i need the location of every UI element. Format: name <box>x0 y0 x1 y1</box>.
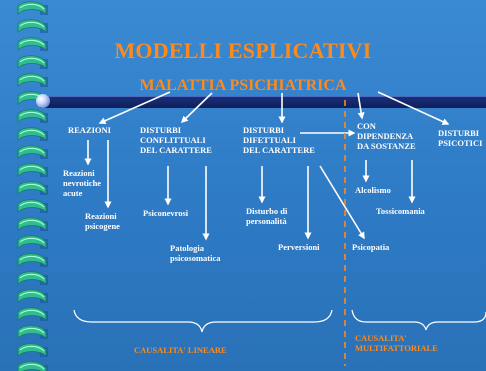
spiral-ring <box>17 55 48 69</box>
spiral-ring <box>17 289 48 303</box>
footer-causalita-lineare: CAUSALITA' LINEARE <box>134 345 227 355</box>
item-tossicomania: Tossicomania <box>376 206 425 216</box>
spiral-ring <box>17 361 48 371</box>
slide-title: MODELLI ESPLICATIVI <box>114 38 372 63</box>
spiral-ring <box>17 343 48 357</box>
arrow-root-to-conflittuali <box>180 92 213 124</box>
spiral-ring <box>17 37 48 51</box>
arrow-root-to-dipendenza <box>357 92 365 120</box>
spiral-ring <box>17 199 48 213</box>
spiral-ring <box>17 1 48 15</box>
spiral-ring <box>17 19 48 33</box>
spiral-ring <box>17 181 48 195</box>
spiral-ring <box>17 109 48 123</box>
category-dipendenza-sostanze: CON DIPENDENZA DA SOSTANZE <box>357 121 416 151</box>
bar-end-bullet <box>36 94 50 108</box>
item-psicopatia: Psicopatia <box>352 242 390 252</box>
category-reazioni: REAZIONI <box>68 125 111 135</box>
horizontal-divider-bar <box>40 96 486 108</box>
footer-causalita-multifattoriale: CAUSALITA' MULTIFATTORIALE <box>355 333 438 353</box>
item-patologia-psicosomatica: Patologia psicosomatica <box>170 243 221 263</box>
spiral-ring <box>17 217 48 231</box>
item-reazioni-psicogene: Reazioni psicogene <box>85 211 120 231</box>
spiral-ring <box>17 163 48 177</box>
spiral-ring <box>17 253 48 267</box>
spiral-ring <box>17 145 48 159</box>
arrow-difettuali-to-psicopatia <box>319 165 365 240</box>
spiral-ring <box>17 307 48 321</box>
item-alcolismo: Alcolismo <box>355 185 391 195</box>
root-node-malattia-psichiatrica: MALATTIA PSICHIATRICA <box>139 77 347 94</box>
spiral-ring <box>17 271 48 285</box>
spiral-ring <box>17 325 48 339</box>
category-disturbi-conflittuali: DISTURBI CONFLITTUALI DEL CARATTERE <box>140 125 212 155</box>
brace-causalita-lineare <box>73 309 333 333</box>
category-disturbi-difettuali: DISTURBI DIFETTUALI DEL CARATTERE <box>243 125 315 155</box>
spiral-ring <box>17 127 48 141</box>
arrow-root-to-psicotici <box>377 91 450 125</box>
spiral-ring <box>17 73 48 87</box>
arrow-root-to-reazioni <box>98 91 171 124</box>
spiral-ring <box>17 235 48 249</box>
category-disturbi-psicotici: DISTURBI PSICOTICI <box>438 128 483 148</box>
item-reazioni-nevrotiche-acute: Reazioni nevrotiche acute <box>63 168 102 198</box>
brace-causalita-multifattoriale <box>351 309 486 331</box>
item-disturbo-personalita: Disturbo di personalità <box>246 206 288 226</box>
item-perversioni: Perversioni <box>278 242 320 252</box>
item-psiconevrosi: Psiconevrosi <box>143 208 189 218</box>
